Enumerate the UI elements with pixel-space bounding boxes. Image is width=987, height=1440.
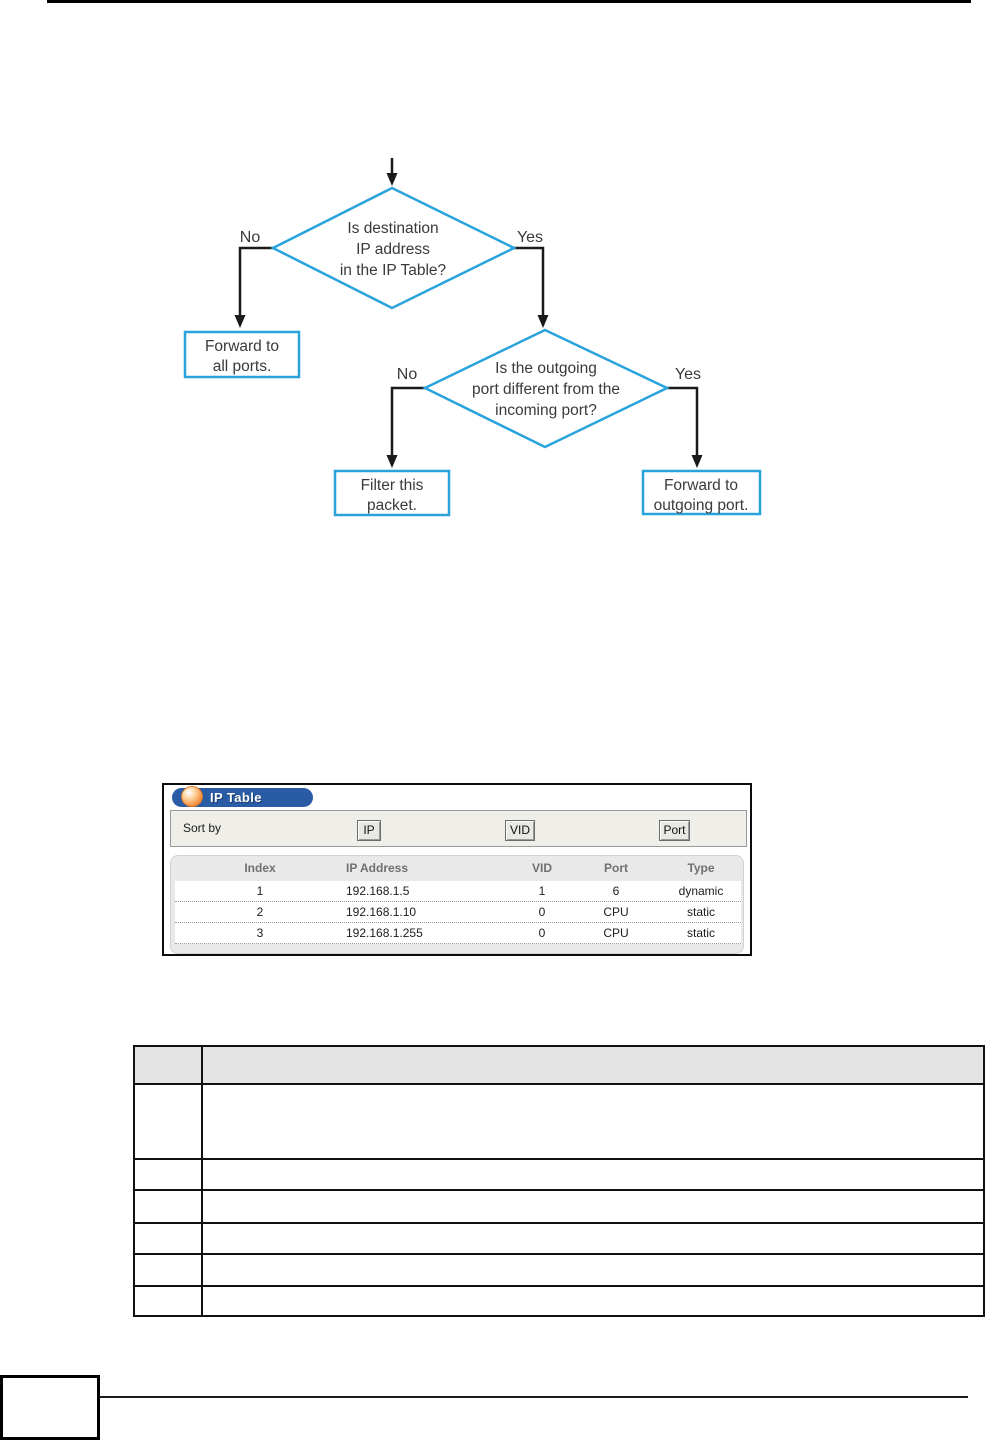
table-cell	[135, 1287, 203, 1315]
decision2-text-line: port different from the	[472, 381, 620, 398]
column-header-index: Index	[244, 861, 276, 875]
column-header-vid: VID	[531, 861, 552, 875]
port-cell: CPU	[603, 926, 629, 940]
ip-table-title: IP Table	[210, 790, 262, 805]
table-row: 2 192.168.1.10 0 CPU static	[175, 902, 741, 923]
type-cell: static	[686, 905, 715, 919]
footer-page-number-box	[0, 1375, 100, 1440]
ip-table-header-row: Index IP Address VID Port Type	[175, 856, 741, 881]
ip-table-flowchart-figure: No Yes No Yes Is destination IP address …	[183, 158, 762, 517]
table-cell	[203, 1191, 983, 1222]
ip-table-screenshot: IP Table Sort by IP VID Port Index IP Ad…	[162, 783, 752, 956]
outcome-forward-out-box	[641, 469, 762, 516]
page-top-rule	[47, 0, 971, 3]
index-cell: 1	[256, 884, 264, 898]
decision2-text-line: Is the outgoing	[495, 360, 597, 377]
table-row	[135, 1285, 983, 1315]
vid-cell: 0	[538, 926, 546, 940]
sort-vid-button[interactable]: VID	[505, 820, 535, 841]
outcome-filter-text: packet.	[367, 497, 417, 514]
table-row: 3 192.168.1.255 0 CPU static	[175, 923, 741, 944]
decision2-text-line: incoming port?	[495, 402, 597, 419]
type-cell: static	[686, 926, 715, 940]
table-cell	[203, 1224, 983, 1253]
footer-rule	[99, 1396, 968, 1398]
decision1-diamond	[270, 186, 517, 310]
outcome-forward-all-text: all ports.	[213, 358, 272, 375]
outcome-filter-text: Filter this	[361, 477, 424, 494]
port-cell: CPU	[603, 905, 629, 919]
index-cell: 3	[256, 926, 264, 940]
ip-address-cell: 192.168.1.255	[346, 926, 423, 940]
decision1-yes-connector	[514, 246, 549, 328]
sort-port-button[interactable]: Port	[659, 820, 690, 841]
ip-table-grid: Index IP Address VID Port Type 1 192.168…	[170, 855, 744, 954]
table-cell	[135, 1191, 203, 1222]
decision1-no-connector	[234, 246, 273, 328]
vid-cell: 0	[538, 905, 546, 919]
table-row	[135, 1253, 983, 1285]
column-header-type: Type	[687, 861, 715, 875]
table-row	[135, 1222, 983, 1253]
sort-by-label: Sort by	[183, 821, 222, 835]
table-cell	[203, 1287, 983, 1315]
table-cell	[135, 1255, 203, 1285]
table-cell	[135, 1224, 203, 1253]
table-row	[135, 1047, 983, 1083]
decision1-text-line: IP address	[356, 241, 430, 258]
outcome-forward-all-box	[183, 330, 301, 379]
outcome-filter-box	[333, 469, 451, 517]
decision2-no-label: No	[397, 366, 418, 383]
decision2-diamond	[422, 328, 670, 449]
table-row	[135, 1158, 983, 1189]
decision1-yes-label: Yes	[517, 229, 543, 246]
table-cell	[203, 1085, 983, 1158]
ip-address-cell: 192.168.1.10	[346, 905, 417, 919]
column-header-port: Port	[604, 861, 628, 875]
index-cell: 2	[256, 905, 264, 919]
decision1-no-label: No	[240, 229, 261, 246]
decision1-text-line: in the IP Table?	[340, 262, 447, 279]
decision2-yes-label: Yes	[675, 366, 701, 383]
orb-icon	[181, 786, 203, 807]
vid-cell: 1	[538, 884, 546, 898]
table-row	[135, 1189, 983, 1222]
ip-address-cell: 192.168.1.5	[346, 884, 410, 898]
table-row: 1 192.168.1.5 1 6 dynamic	[175, 881, 741, 902]
ip-table-title-bar	[172, 788, 313, 807]
outcome-forward-out-text: outgoing port.	[654, 497, 749, 514]
decision1-text-line: Is destination	[347, 220, 438, 237]
table-cell	[203, 1160, 983, 1189]
column-header-ip-address: IP Address	[346, 861, 409, 875]
sort-ip-button[interactable]: IP	[357, 820, 381, 841]
table-cell	[135, 1085, 203, 1158]
outcome-forward-out-text: Forward to	[664, 477, 738, 494]
ip-table-body: 1 192.168.1.5 1 6 dynamic 2 192.168.1.10…	[175, 881, 741, 944]
type-cell: dynamic	[678, 884, 724, 898]
decision2-yes-connector	[667, 386, 703, 468]
table-row	[135, 1083, 983, 1158]
outcome-forward-all-text: Forward to	[205, 338, 279, 355]
table-cell	[203, 1255, 983, 1285]
table-cell	[135, 1047, 203, 1083]
port-cell: 6	[612, 884, 620, 898]
sort-by-row: Sort by IP VID Port	[170, 810, 747, 847]
table-cell	[135, 1160, 203, 1189]
table-cell	[203, 1047, 983, 1083]
reference-table	[133, 1045, 985, 1317]
decision2-no-connector	[386, 386, 425, 468]
